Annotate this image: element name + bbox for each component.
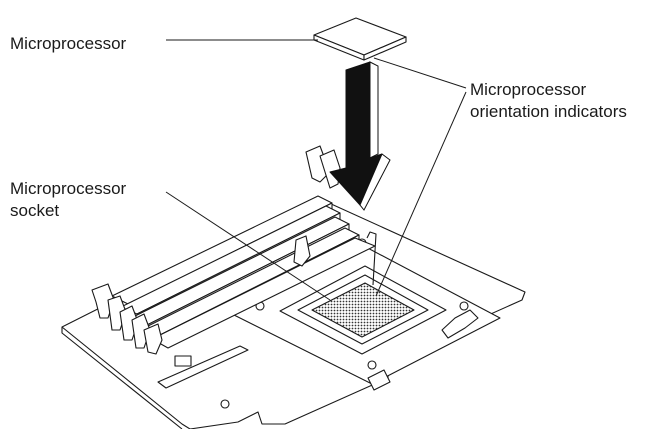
leader-socket xyxy=(165,191,331,301)
insertion-arrow-highlight xyxy=(369,61,379,159)
label-orientation-indicators: Microprocessor orientation indicators xyxy=(470,79,627,123)
label-socket-line2: socket xyxy=(10,201,60,220)
label-microprocessor-socket: Microprocessor socket xyxy=(10,178,126,222)
label-socket-line1: Microprocessor xyxy=(10,179,127,198)
socket-pin-grid xyxy=(311,282,415,338)
microprocessor-chip-side-right xyxy=(363,36,407,61)
label-orientation-line2: orientation indicators xyxy=(470,102,627,121)
socket-lever xyxy=(366,231,377,286)
board-hole xyxy=(220,399,230,409)
leader-orientation-socket xyxy=(375,91,467,297)
socket-lever-clip xyxy=(441,309,479,339)
insertion-arrow-head-side xyxy=(359,153,391,211)
mount-hole-right xyxy=(459,301,469,311)
label-orientation-line1: Microprocessor xyxy=(470,80,587,99)
dimm-clips-rear xyxy=(293,145,341,267)
system-board-edge xyxy=(61,327,183,429)
leader-orientation-chip xyxy=(373,57,467,89)
microprocessor-chip xyxy=(313,17,407,56)
label-microprocessor: Microprocessor xyxy=(10,34,127,53)
connector-long xyxy=(157,345,249,389)
mount-hole-bottom xyxy=(367,360,377,370)
connector-small xyxy=(174,355,192,367)
socket-latch xyxy=(367,369,391,391)
dimm-clips-front xyxy=(91,283,163,355)
